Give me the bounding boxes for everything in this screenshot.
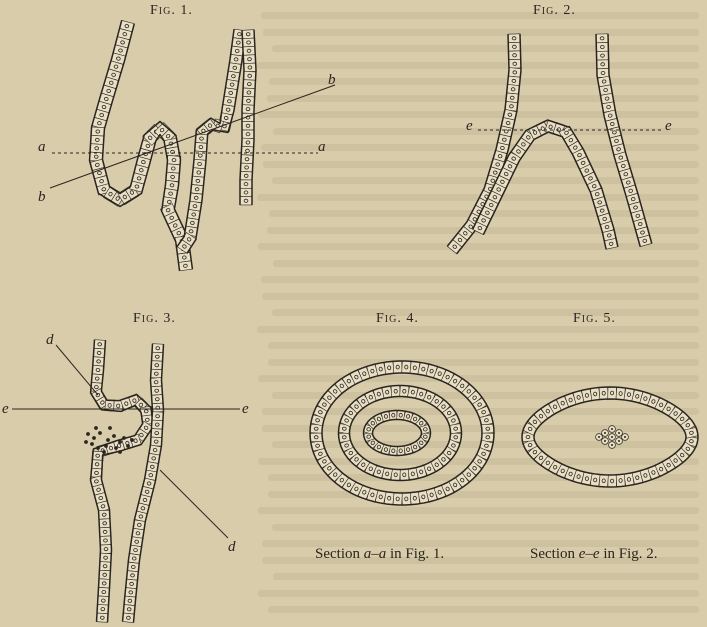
fig4-drawing <box>310 361 494 505</box>
fig1-label-a-right: a <box>318 139 326 155</box>
fig5-title: Fig. 5. <box>573 311 616 327</box>
fig3-title: Fig. 3. <box>133 311 176 327</box>
fig1-label-b-left: b <box>38 189 46 205</box>
fig4-caption: Section a–a in Fig. 1. <box>315 546 444 563</box>
fig3-pointer-d-bottom <box>160 470 228 538</box>
fig5-caption: Section e–e in Fig. 2. <box>530 546 658 563</box>
fig1-label-b-right: b <box>328 72 336 88</box>
fig2-title: Fig. 2. <box>533 3 576 19</box>
fig3-label-d-top: d <box>46 332 54 348</box>
fig3-drawing <box>84 340 163 623</box>
fig3-pointer-d-top <box>56 345 98 395</box>
fig2-label-e-left: e <box>466 118 473 134</box>
fig1-label-a-left: a <box>38 139 46 155</box>
fig3-label-e-right: e <box>242 401 249 417</box>
fig5-drawing <box>522 387 698 487</box>
fig2-label-e-right: e <box>665 118 672 134</box>
fig1-title: Fig. 1. <box>150 3 193 19</box>
fig3-label-e-left: e <box>2 401 9 417</box>
fig4-title: Fig. 4. <box>376 311 419 327</box>
fig3-label-d-bottom: d <box>228 539 236 555</box>
fig2-drawing <box>447 34 651 254</box>
fig1-drawing <box>89 20 256 271</box>
